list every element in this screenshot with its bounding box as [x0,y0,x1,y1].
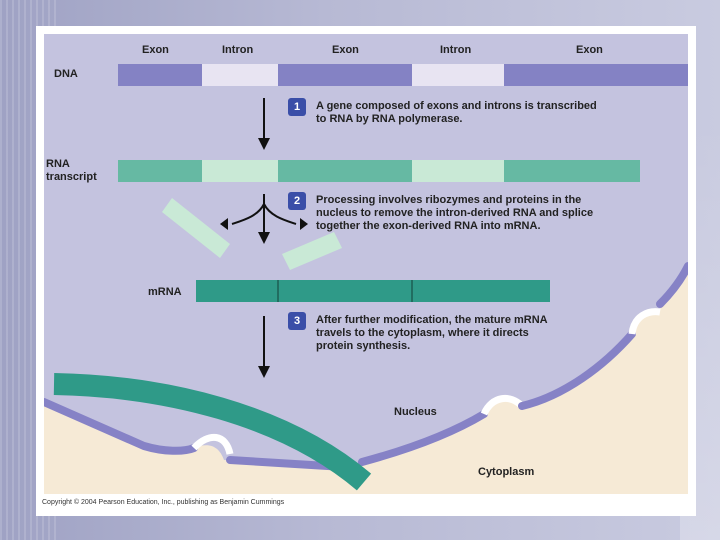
header-intron-2: Intron [440,44,472,56]
exported-mrna [53,373,372,491]
header-exon-1: Exon [142,44,169,56]
step-1-text: A gene composed of exons and introns is … [316,100,597,125]
dna-exon-3 [504,64,688,86]
label-nucleus: Nucleus [394,406,437,418]
copyright-notice: Copyright © 2004 Pearson Education, Inc.… [42,499,285,506]
slide-frame: Exon Intron Exon Intron Exon DNA RNA tra… [36,26,696,516]
arrow-2-right-branch [263,203,297,225]
label-rna-transcript-line1: RNA [46,158,70,170]
arrow-2-left-head [220,218,228,230]
nuclear-membrane-center [358,410,488,466]
step-2-badge: 2 [288,192,306,210]
nuclear-membrane-top-right [656,262,688,308]
dna-intron-1 [202,64,278,86]
rna-intron-1 [202,160,278,182]
label-rna-transcript-line2: transcript [46,171,97,183]
excised-intron-right [282,232,342,270]
rna-intron-2 [412,160,504,182]
step-1-badge: 1 [288,98,306,116]
cytoplasm-region [44,270,688,494]
rna-exon-1 [118,160,202,182]
nuclear-membrane-left [44,398,198,455]
arrow-1-head [258,138,270,150]
gene-expression-diagram [44,34,688,494]
nuclear-membrane-right [518,330,636,410]
excised-intron-left [162,198,230,258]
dna-exon-2 [278,64,412,86]
rna-exon-3 [504,160,640,182]
label-cytoplasm: Cytoplasm [478,466,535,478]
diagram-panel: Exon Intron Exon Intron Exon DNA RNA tra… [44,34,688,494]
step-2-text: Processing involves ribozymes and protei… [316,194,594,232]
header-exon-3: Exon [576,44,603,56]
dna-exon-1 [118,64,202,86]
label-mrna: mRNA [148,286,182,298]
arrow-3-head [258,366,270,378]
step-3-badge: 3 [288,312,306,330]
arrow-2-head [258,232,270,244]
mrna-strand [196,280,550,302]
nuclear-pore-center [480,395,525,416]
nuclear-pore-right [628,308,661,335]
arrow-2-right-head [300,218,308,230]
dna-intron-2 [412,64,504,86]
rna-exon-2 [278,160,412,182]
step-3-text: After further modification, the mature m… [316,314,548,352]
nuclear-pore-left [191,434,234,455]
label-dna: DNA [54,68,78,80]
header-intron-1: Intron [222,44,254,56]
arrow-2-left-branch [231,203,265,225]
header-exon-2: Exon [332,44,359,56]
